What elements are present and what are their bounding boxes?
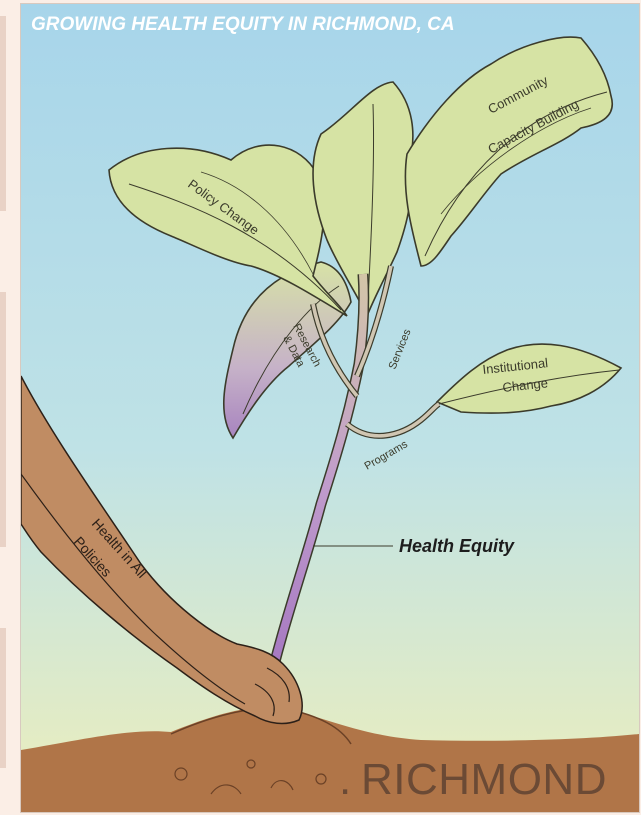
- city-dot: .: [339, 755, 352, 804]
- poster-image: GROWING HEALTH EQUITY IN RICHMOND, CA Po…: [21, 4, 639, 812]
- poster-illustration: GROWING HEALTH EQUITY IN RICHMOND, CA Po…: [21, 4, 639, 812]
- health-equity-label: Health Equity: [399, 536, 515, 556]
- side-tab-top: [0, 16, 6, 211]
- city-name: RICHMOND: [361, 755, 607, 804]
- side-tab-bottom: [0, 628, 6, 768]
- poster-title: GROWING HEALTH EQUITY IN RICHMOND, CA: [31, 14, 455, 35]
- side-tab-middle: [0, 292, 6, 547]
